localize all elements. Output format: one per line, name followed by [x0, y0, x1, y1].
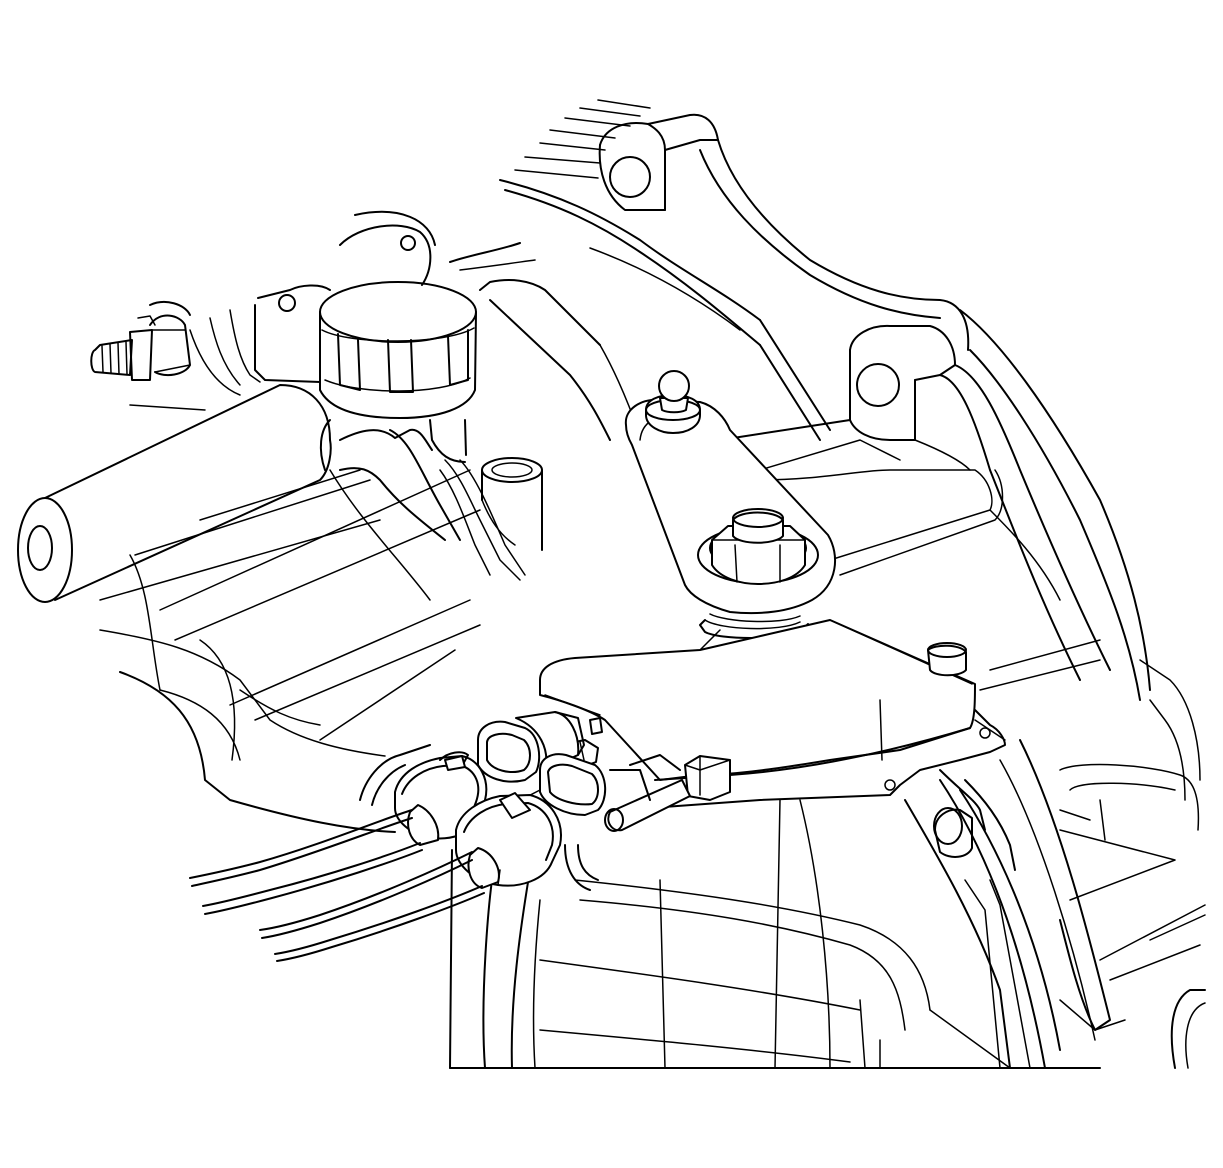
switch-bolt [927, 642, 967, 677]
transmission-case [99, 469, 1206, 1069]
mounting-stud [90, 301, 191, 381]
range-switch [539, 619, 1006, 832]
shift-lever [624, 370, 837, 639]
breather-cap [189, 210, 477, 471]
electrical-connectors [394, 711, 607, 887]
wiring-harness [189, 744, 1016, 962]
crossmember [499, 99, 1201, 801]
lever-nut [697, 508, 819, 639]
cooler-tube [17, 242, 651, 603]
